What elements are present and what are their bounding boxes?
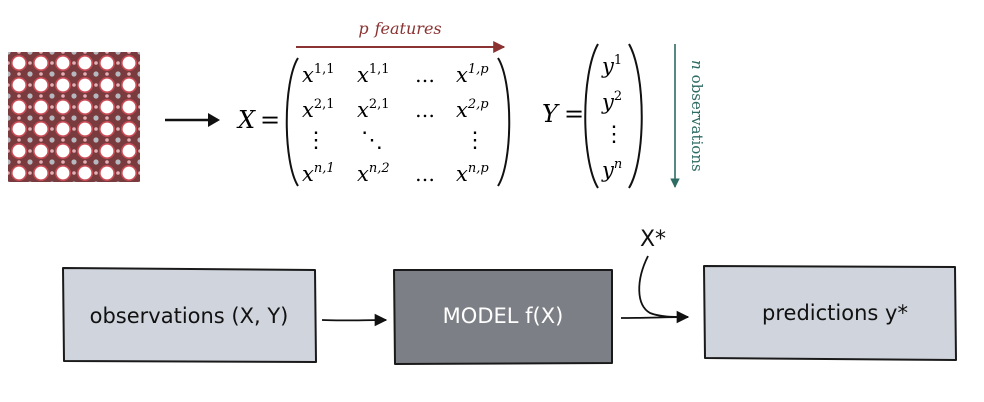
- crystal-lattice-icon: [8, 52, 140, 182]
- observations-label: nobservations: [688, 60, 706, 172]
- matrix-left-paren: [285, 57, 299, 187]
- matrix-cell: x2,1: [302, 97, 335, 122]
- matrix-cell: x1,1: [357, 62, 390, 87]
- vector-y-equals: =: [564, 100, 584, 128]
- matrix-cell: x1,1: [302, 62, 335, 87]
- matrix-cell: x2,p: [456, 97, 489, 122]
- arrow-model-to-predictions: [620, 310, 690, 324]
- matrix-right-paren: [497, 57, 511, 187]
- vector-right-paren: [628, 43, 643, 189]
- matrix-cell: xn,2: [357, 161, 390, 186]
- matrix-cell: ⋮: [305, 128, 327, 153]
- model-box-label: MODEL f(X): [443, 304, 564, 328]
- vector-cell: ⋮: [603, 122, 625, 147]
- matrix-cell: xn,p: [456, 161, 489, 186]
- model-box: [393, 269, 613, 365]
- matrix-cell: ⋱: [361, 128, 383, 153]
- observations-box: [62, 267, 317, 363]
- new-input-label: X*: [640, 227, 666, 252]
- matrix-cell: xn,1: [302, 161, 335, 186]
- arrow-to-matrix-head: [208, 113, 220, 127]
- vector-left-paren: [584, 43, 599, 189]
- matrix-cell: ⋮: [464, 128, 486, 153]
- matrix-x-equals: =: [260, 106, 280, 134]
- matrix-cell: …: [415, 63, 435, 87]
- matrix-cell: …: [415, 98, 435, 122]
- observations-box-label: observations (X, Y): [90, 304, 289, 328]
- matrix-cell: x2,1: [357, 97, 390, 122]
- predictions-box-label: predictions y*: [762, 301, 908, 325]
- matrix-cell: …: [415, 162, 435, 186]
- vector-cell: yn: [601, 157, 622, 182]
- matrix-cell: x1,p: [456, 62, 489, 87]
- vector-y-name: Y: [542, 100, 560, 128]
- predictions-box: [703, 265, 957, 361]
- new-input-arrow: [638, 255, 689, 318]
- vector-cell: y1: [601, 53, 622, 78]
- matrix-x-name: X: [236, 106, 256, 134]
- vector-cell: y2: [601, 89, 622, 114]
